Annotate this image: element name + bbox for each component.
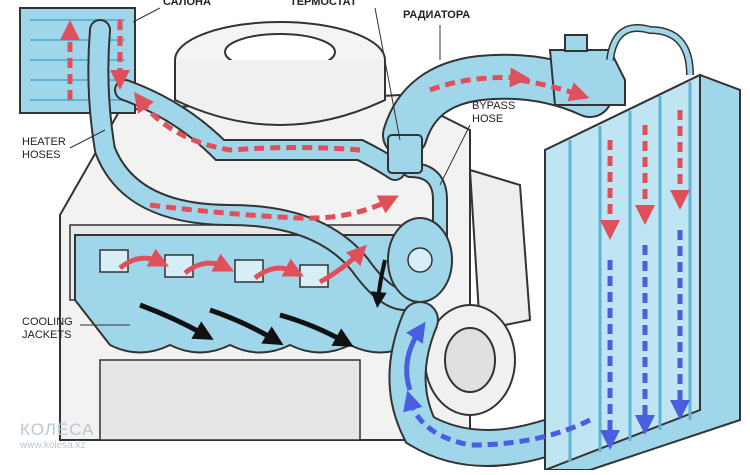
radiator <box>544 73 741 472</box>
thermostat-housing <box>387 134 423 174</box>
jacket-flow-arrows <box>139 259 387 347</box>
bypass-hose-label: BYPASS HOSE <box>472 100 516 125</box>
hot-flow-arrows <box>60 20 690 285</box>
water-pump <box>387 217 453 303</box>
air-cleaner <box>174 21 386 126</box>
watermark-brand: КОЛЁСА <box>20 420 95 439</box>
cold-flow-arrows <box>403 230 690 450</box>
radiatora-label: РАДИАТОРА <box>403 9 471 21</box>
watermark-site: www.kolesa.kz <box>20 440 86 451</box>
label-leader-lines <box>69 7 471 326</box>
heater-hoses-label: HEATER HOSES <box>22 136 66 161</box>
fan-pulley <box>424 168 532 416</box>
termostat-label: ТЕРМОСТАТ <box>290 0 357 8</box>
cooling-jackets-label: COOLING JACKETS <box>22 316 73 341</box>
salona-label: САЛОНА <box>163 0 211 8</box>
